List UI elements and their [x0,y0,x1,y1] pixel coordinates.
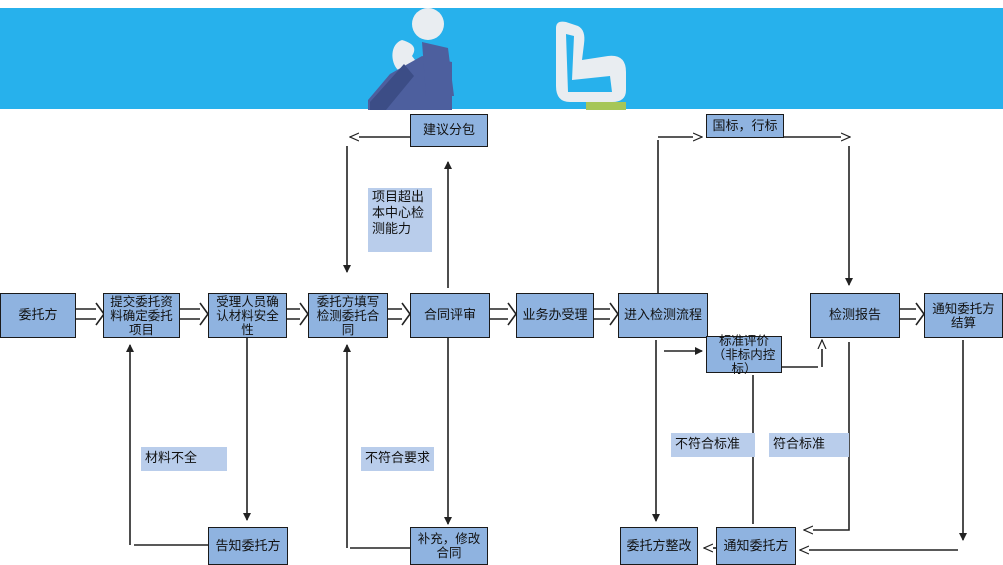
supplement-modify-box: 补充，修改合同 [410,527,488,565]
suggest-subcontract-box: 建议分包 [410,114,488,147]
test-report-box: 检测报告 [810,293,900,338]
person-illustration [368,8,454,110]
meet-standard-label: 符合标准 [769,433,849,457]
notify-settle-box: 通知委托方结算 [924,293,1003,338]
notify-client-box: 通知委托方 [716,527,796,565]
materials-incomplete-label: 材料不全 [141,447,227,471]
national-standard-box: 国标，行标 [706,114,784,138]
header-banner [0,8,1003,109]
standard-eval-box: 标准评价（非标内控标） [706,333,782,375]
fill-contract-box: 委托方填写检测委托合同 [308,293,388,338]
business-accept-box: 业务办受理 [516,293,594,338]
submit-materials-box: 提交委托资料确定委托项目 [103,293,180,338]
beyond-capability-label: 项目超出本中心检测能力 [368,188,432,252]
client-box: 委托方 [0,293,76,338]
not-meet-requirements-label: 不符合要求 [361,447,434,471]
staff-confirm-box: 受理人员确认材料安全性 [208,293,287,338]
enter-testing-box: 进入检测流程 [618,293,708,338]
contract-review-box: 合同评审 [410,293,490,338]
client-rectify-box: 委托方整改 [620,527,698,565]
not-meet-standard-label: 不符合标准 [671,433,755,457]
notify-client-bottom-box: 告知委托方 [208,527,288,565]
chat-bubble-illustration [556,21,626,110]
